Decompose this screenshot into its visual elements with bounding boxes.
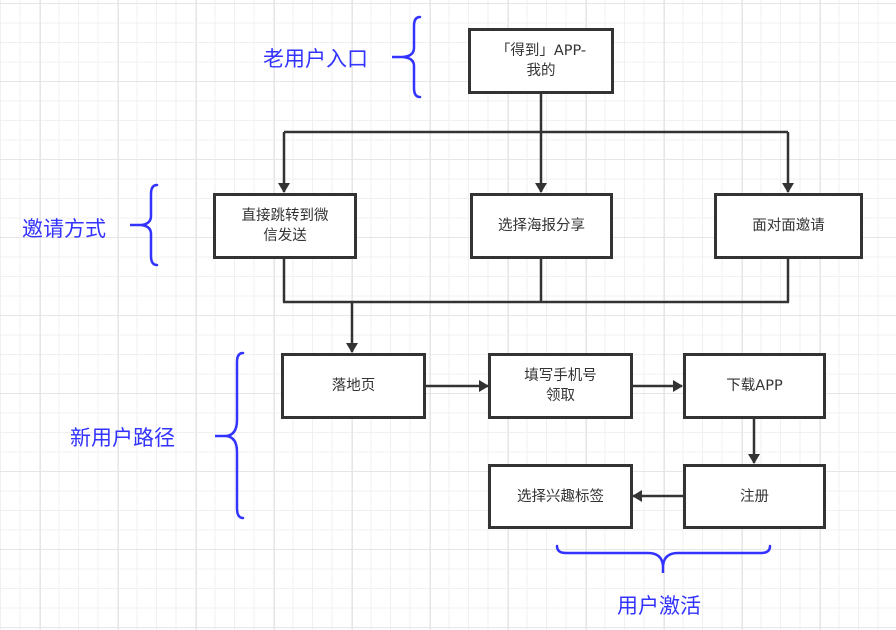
label-new-user-path: 新用户路径 — [70, 426, 175, 450]
node-tags[interactable]: 选择兴趣标签 — [488, 464, 633, 529]
node-phone[interactable]: 填写手机号 领取 — [488, 353, 633, 419]
node-face[interactable]: 面对面邀请 — [714, 193, 863, 259]
node-poster[interactable]: 选择海报分享 — [470, 193, 613, 259]
node-download[interactable]: 下载APP — [683, 353, 826, 419]
brace-invite-methods-icon — [130, 183, 159, 267]
label-invite-methods: 邀请方式 — [22, 217, 106, 241]
node-entry[interactable]: 「得到」APP- 我的 — [468, 28, 614, 94]
node-register-text: 注册 — [740, 488, 769, 505]
brace-new-user-path-icon — [215, 351, 245, 520]
node-phone-text: 填写手机号 领取 — [524, 368, 597, 404]
label-user-activation: 用户激活 — [617, 594, 701, 618]
node-tags-text: 选择兴趣标签 — [517, 488, 604, 505]
label-old-user-entry: 老用户入口 — [263, 47, 368, 71]
node-landing[interactable]: 落地页 — [281, 353, 426, 419]
brace-user-activation-icon — [555, 544, 772, 573]
node-face-text: 面对面邀请 — [752, 218, 825, 234]
node-entry-text: 「得到」APP- 我的 — [495, 43, 587, 79]
brace-old-user-entry-icon — [392, 15, 422, 99]
node-landing-text: 落地页 — [331, 378, 376, 394]
node-poster-text: 选择海报分享 — [498, 218, 585, 234]
node-wechat-text: 直接跳转到微 信发送 — [241, 208, 329, 244]
node-register[interactable]: 注册 — [683, 464, 826, 529]
node-wechat[interactable]: 直接跳转到微 信发送 — [213, 193, 357, 259]
node-download-text: 下载APP — [726, 378, 783, 394]
